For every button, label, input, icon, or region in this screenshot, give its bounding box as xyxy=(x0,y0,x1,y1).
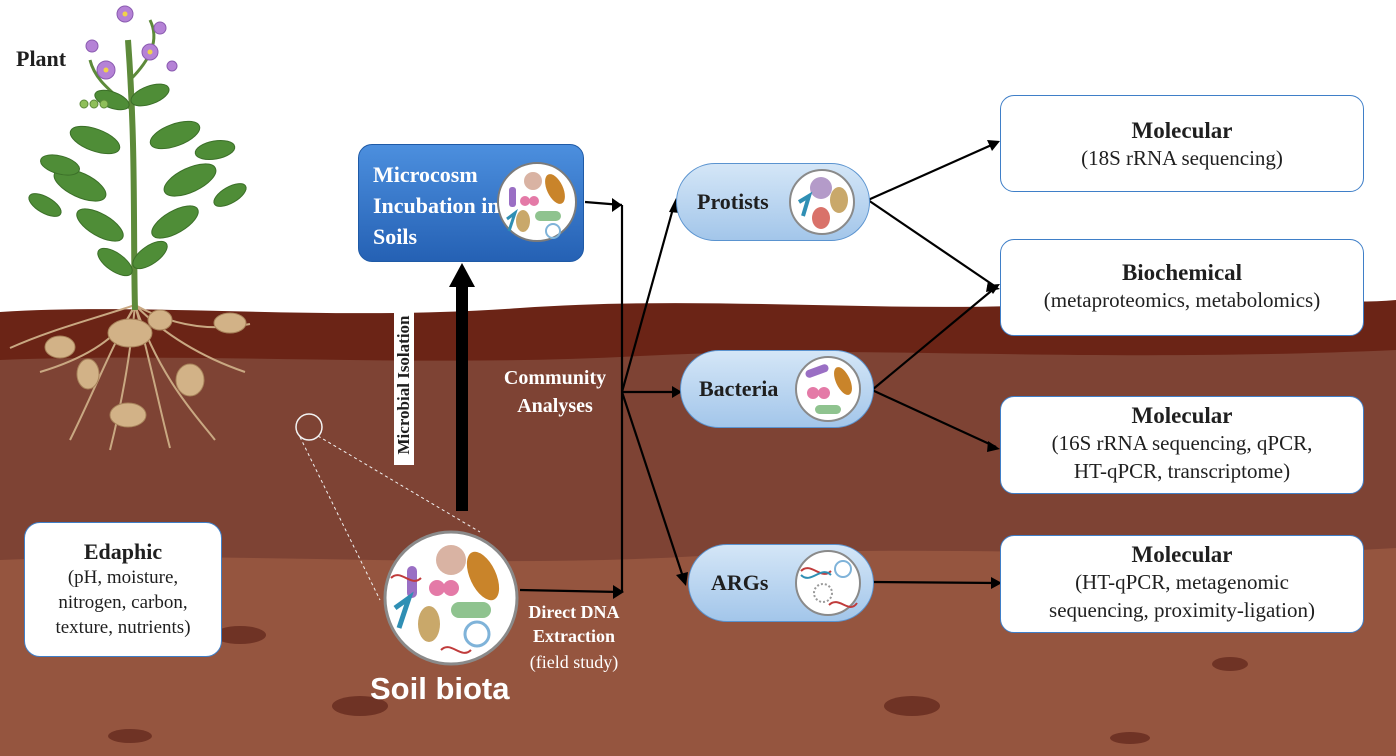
microbes-icon xyxy=(497,162,577,242)
biochemical-title: Biochemical xyxy=(1121,260,1243,285)
soil-biota-label: Soil biota xyxy=(370,671,510,706)
molecular-args-line: (HT-qPCR, metagenomic xyxy=(1075,570,1289,594)
arrow-heads xyxy=(612,140,1002,599)
bacteria-label: Bacteria xyxy=(699,376,779,401)
biochemical-box: Biochemical (metaproteomics, metabolomic… xyxy=(1000,239,1364,336)
args-pill: ARGs xyxy=(688,544,874,622)
molecular-18s-title: Molecular xyxy=(1131,118,1233,143)
args-label: ARGs xyxy=(711,570,769,595)
community-analyses-label: Community Analyses xyxy=(503,367,607,417)
molecular-args-title: Molecular xyxy=(1131,542,1233,567)
molecular-16s-title: Molecular xyxy=(1131,403,1233,428)
molecular-args-line: sequencing, proximity-ligation) xyxy=(1049,598,1315,622)
direct-dna-label: Direct DNA Extraction xyxy=(528,602,620,646)
pebble xyxy=(884,696,940,716)
flow-arrows xyxy=(519,141,999,594)
protists-pill: Protists xyxy=(676,163,870,241)
molecular-16s-line: HT-qPCR, transcriptome) xyxy=(1073,459,1291,483)
pebble xyxy=(1212,657,1248,671)
dna-icon xyxy=(795,550,861,616)
bacteria-pill: Bacteria xyxy=(680,350,874,428)
pebble xyxy=(332,696,388,716)
edaphic-line: texture, nutrients) xyxy=(55,617,191,638)
microbial-isolation-label: Microbial Isolation xyxy=(394,305,414,465)
molecular-16s-line: (16S rRNA sequencing, qPCR, xyxy=(1051,431,1313,455)
isolation-arrow-shaft xyxy=(456,285,468,511)
microcosm-box: Microcosm Incubation in Soils xyxy=(358,144,584,262)
molecular-18s-line: (18S rRNA sequencing) xyxy=(1081,146,1283,170)
microcosm-label: Microcosm Incubation in Soils xyxy=(373,162,500,249)
molecular-16s-box: Molecular (16S rRNA sequencing, qPCR, HT… xyxy=(1000,396,1364,494)
microbial-isolation-text: Microbial Isolation xyxy=(394,305,414,465)
soil-biota-icon xyxy=(383,530,519,666)
bacteria-icon xyxy=(795,356,861,422)
edaphic-box: Edaphic (pH, moisture, nitrogen, carbon,… xyxy=(24,522,222,657)
protists-label: Protists xyxy=(697,189,769,214)
zoom-circle xyxy=(295,413,323,441)
zoom-line xyxy=(317,435,481,533)
pebble xyxy=(108,729,152,743)
biochemical-line: (metaproteomics, metabolomics) xyxy=(1043,288,1321,312)
molecular-args-box: Molecular (HT-qPCR, metagenomic sequenci… xyxy=(1000,535,1364,633)
edaphic-line: nitrogen, carbon, xyxy=(58,592,188,613)
plant-label: Plant xyxy=(16,46,67,71)
molecular-18s-box: Molecular (18S rRNA sequencing) xyxy=(1000,95,1364,192)
isolation-arrow-head xyxy=(449,263,475,287)
pebble xyxy=(1110,732,1150,744)
zoom-line xyxy=(299,436,381,601)
pebble xyxy=(214,626,266,644)
edaphic-title: Edaphic xyxy=(83,539,163,564)
field-study-label: (field study) xyxy=(529,652,619,672)
edaphic-line: (pH, moisture, xyxy=(67,567,179,588)
protist-icon xyxy=(789,169,855,235)
plant-illustration xyxy=(9,5,251,451)
